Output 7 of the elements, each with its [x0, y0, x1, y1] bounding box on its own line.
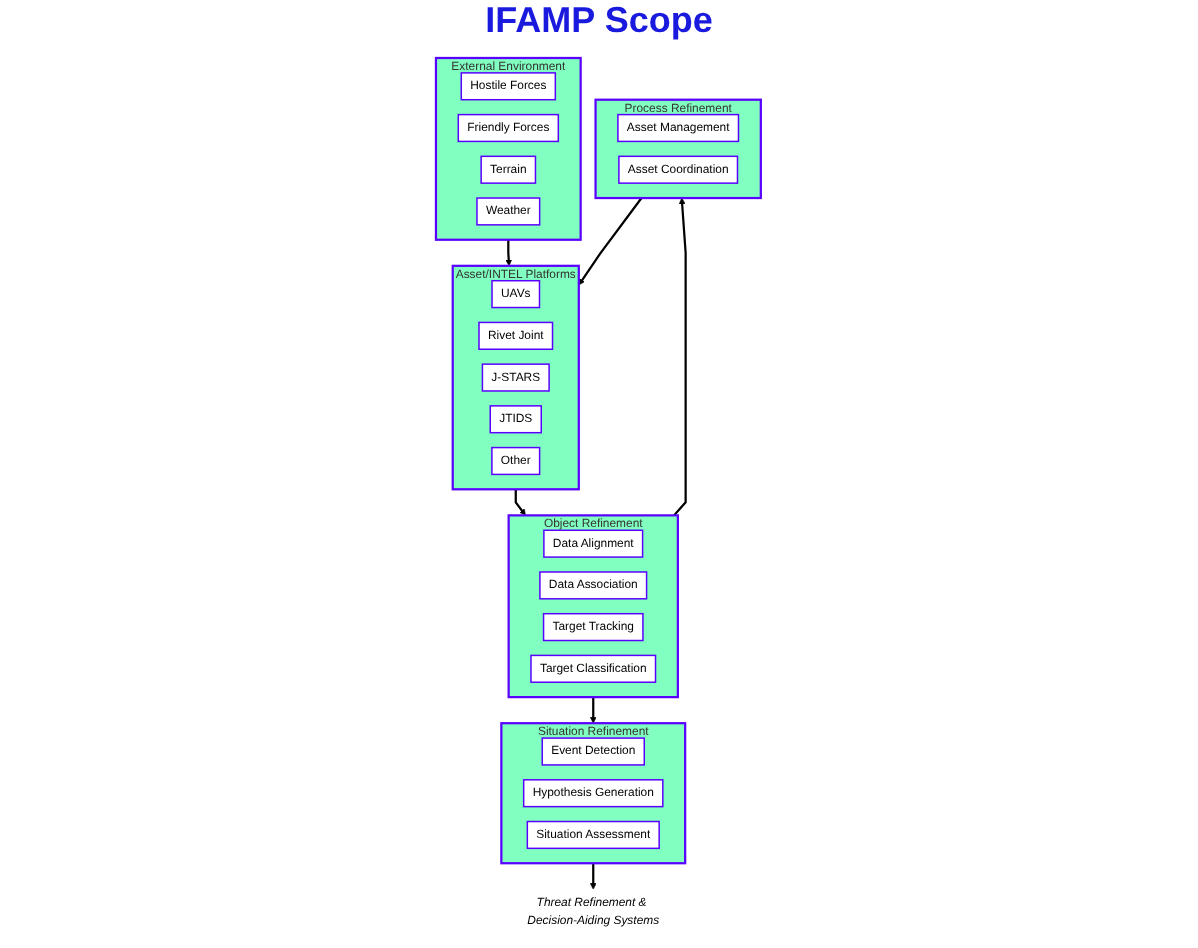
scope-label: IFAMP Scope	[485, 0, 713, 40]
arrow	[590, 697, 598, 724]
arrow	[673, 197, 688, 517]
arrow	[590, 863, 598, 890]
arrow	[506, 239, 513, 267]
arrow	[515, 489, 527, 516]
arrow	[579, 197, 643, 286]
